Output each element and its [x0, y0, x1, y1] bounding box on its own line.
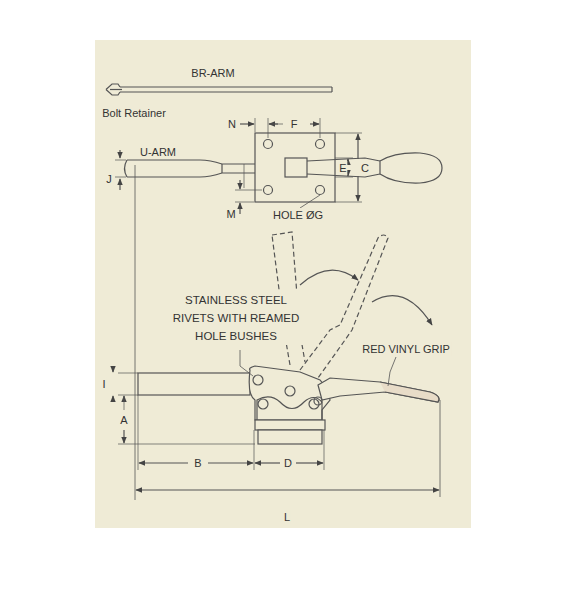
dimension-label: E [338, 161, 347, 175]
dimension-label: STAINLESS STEEL RIVETS WITH REAMED HOLE … [168, 291, 305, 345]
dimension-label: N [227, 117, 237, 131]
dimension-label: C [360, 161, 370, 175]
dimension-label: B [193, 456, 202, 470]
dimension-label: J [105, 172, 113, 186]
dimension-label: BR-ARM [190, 66, 235, 80]
dimension-label: L [283, 510, 291, 524]
dimension-label: HOLE ØG [272, 208, 324, 222]
dimension-label: RED VINYL GRIP [361, 342, 451, 356]
dimension-label: A [119, 413, 128, 427]
dimension-label: I [101, 377, 106, 391]
dimension-label: U-ARM [139, 145, 177, 159]
dimension-label: D [283, 456, 293, 470]
dimension-label: F [290, 117, 299, 131]
dimension-label: Bolt Retainer [101, 106, 167, 120]
dimension-label: M [225, 207, 236, 221]
